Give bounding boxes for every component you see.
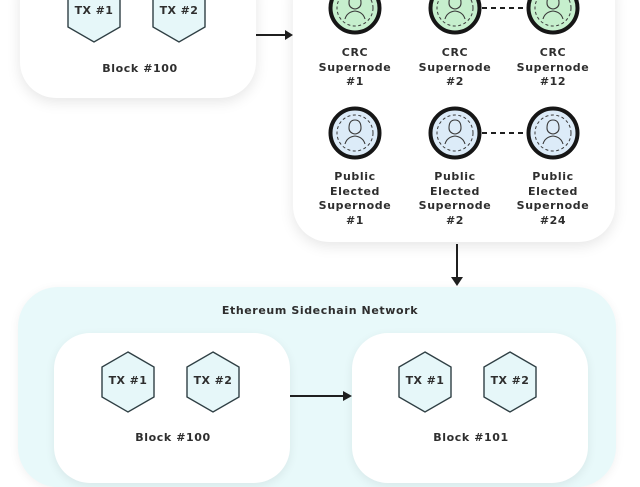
- crc-supernode-node: [328, 0, 382, 35]
- crc-supernode-label: CRC Supernode #2: [418, 46, 492, 88]
- tx-hexagon: TX #2: [185, 350, 241, 414]
- tx-label: TX #1: [108, 374, 148, 387]
- crc-dashed-connector: [482, 7, 528, 9]
- tx-hexagon: TX #2: [482, 350, 538, 414]
- tx-label: TX #2: [490, 374, 530, 387]
- tx-hexagon: TX #1: [100, 350, 156, 414]
- crc-supernode-node: [526, 0, 580, 35]
- arrow-down-icon: [451, 244, 463, 286]
- tx-hexagon: TX #1: [66, 0, 122, 44]
- block-label: Block #101: [433, 431, 509, 444]
- person-icon: [428, 106, 482, 160]
- crc-supernode-label: CRC Supernode #12: [516, 46, 590, 88]
- crc-supernode-node: [428, 0, 482, 35]
- tx-hexagon: TX #2: [151, 0, 207, 44]
- block-label: Block #100: [102, 62, 178, 75]
- public-supernode-node: [428, 106, 482, 160]
- person-icon: [428, 0, 482, 35]
- tx-label: TX #2: [159, 4, 199, 17]
- tx-hexagon: TX #1: [397, 350, 453, 414]
- person-icon: [526, 106, 580, 160]
- crc-supernode-label: CRC Supernode #1: [318, 46, 392, 88]
- public-supernode-label: Public Elected Supernode #24: [516, 170, 590, 227]
- person-icon: [526, 0, 580, 35]
- public-supernode-node: [526, 106, 580, 160]
- tx-label: TX #1: [74, 4, 114, 17]
- sidechain-block-card: [352, 333, 588, 483]
- tx-label: TX #1: [405, 374, 445, 387]
- sidechain-network-title: Ethereum Sidechain Network: [221, 304, 419, 317]
- public-supernode-label: Public Elected Supernode #2: [418, 170, 492, 227]
- public-dashed-connector: [482, 132, 528, 134]
- public-supernode-node: [328, 106, 382, 160]
- person-icon: [328, 106, 382, 160]
- public-supernode-label: Public Elected Supernode #1: [318, 170, 392, 227]
- tx-label: TX #2: [193, 374, 233, 387]
- arrow-right-icon: [256, 30, 293, 40]
- person-icon: [328, 0, 382, 35]
- main-chain-block-card: [20, 0, 256, 98]
- block-label: Block #100: [135, 431, 211, 444]
- sidechain-block-card: [54, 333, 290, 483]
- arrow-right-icon: [290, 391, 352, 401]
